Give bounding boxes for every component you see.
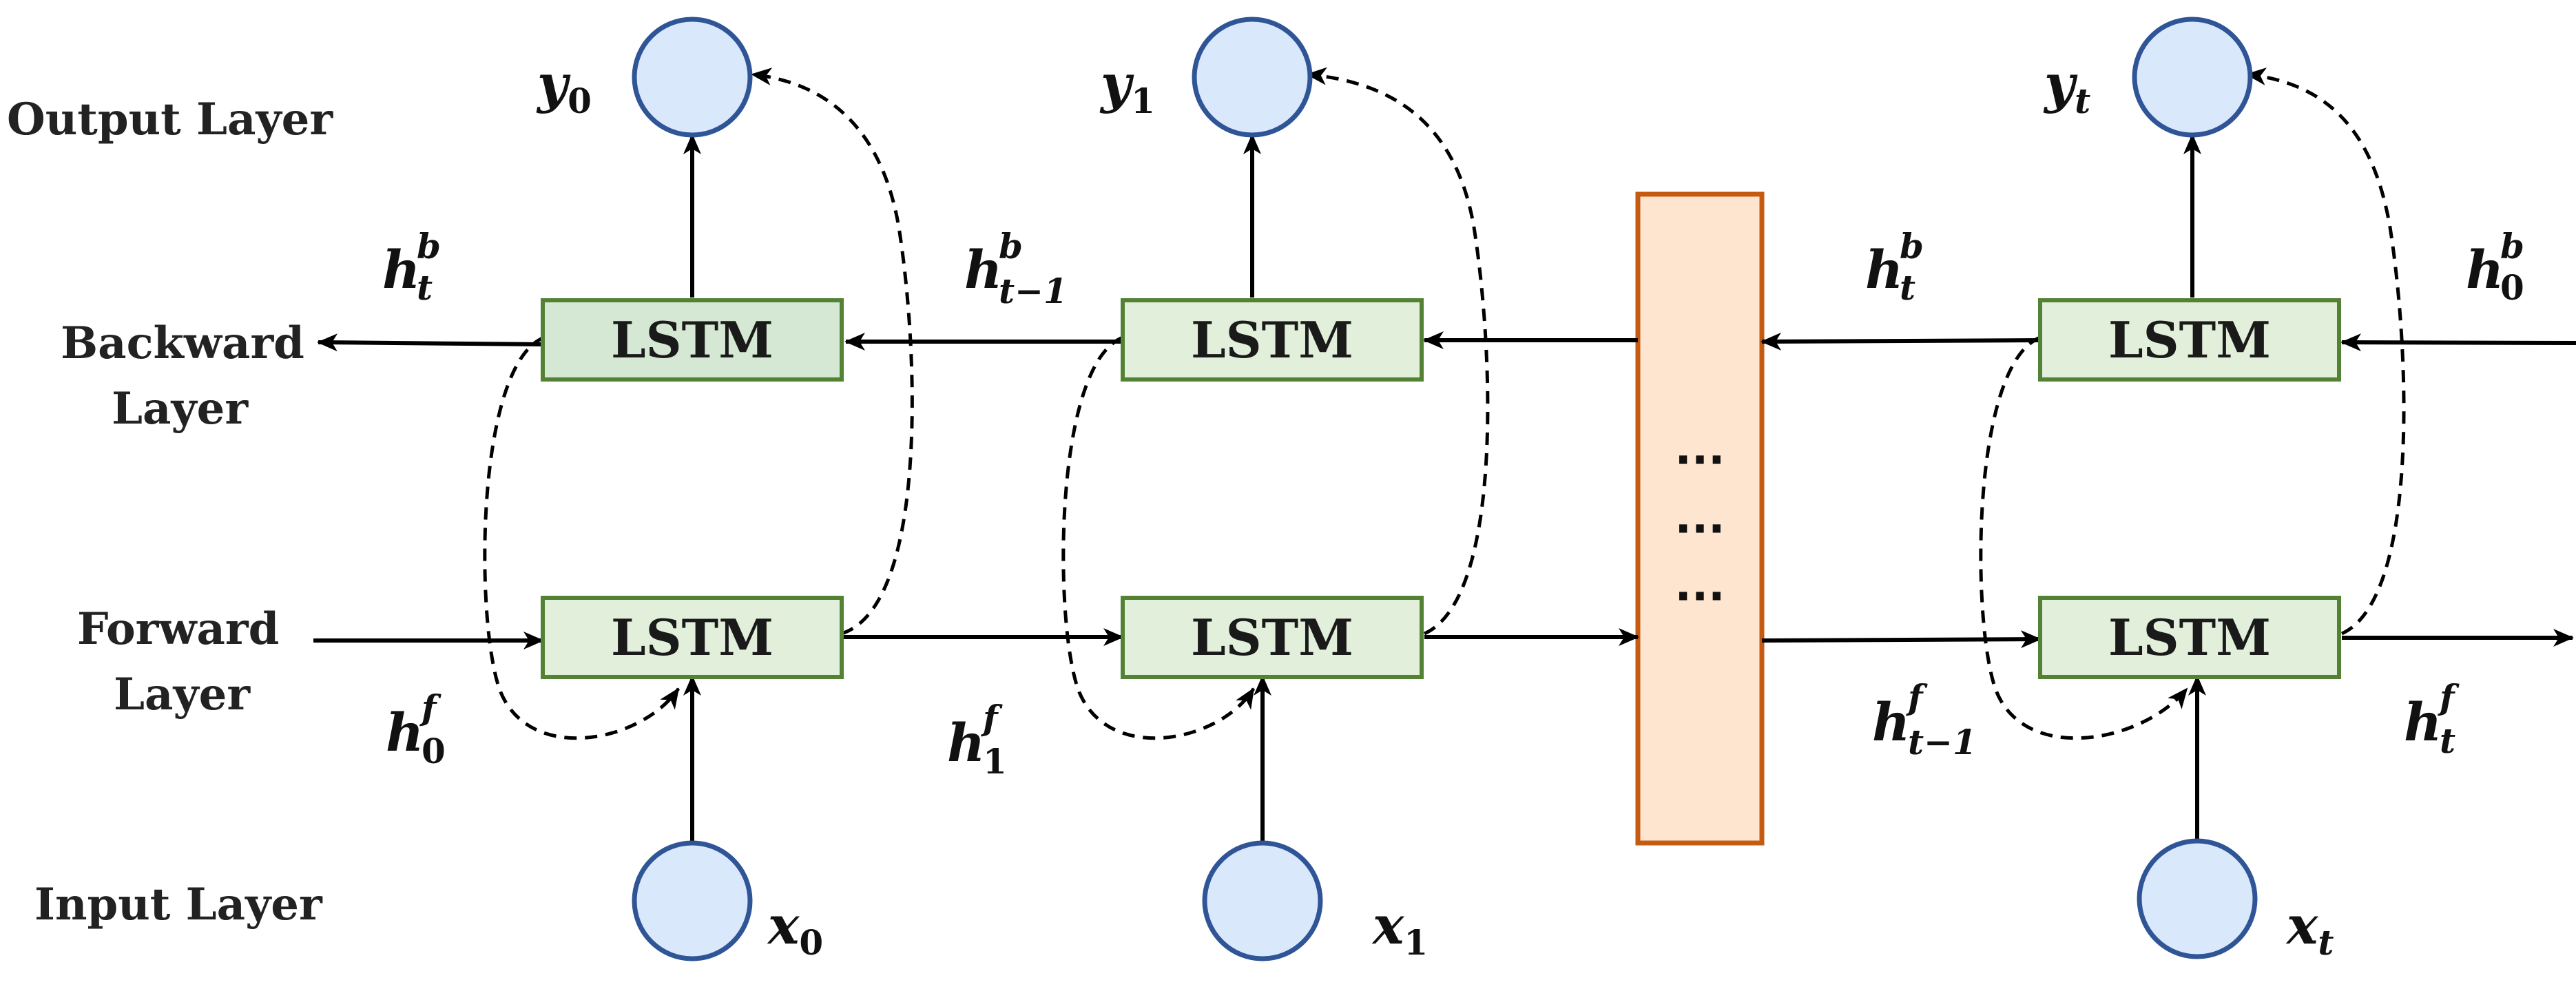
input-label-1: x1 — [1371, 895, 1428, 963]
ellipsis-dots-2: ··· — [1675, 504, 1725, 555]
backward-state-label-2: h b t — [1865, 226, 1924, 308]
svg-text:f: f — [419, 687, 442, 728]
forward-state-label-1: h f 1 — [947, 698, 1007, 782]
ellipsis-dots-3: ··· — [1675, 572, 1725, 623]
svg-text:0: 0 — [422, 731, 446, 771]
svg-text:0: 0 — [2500, 267, 2524, 308]
forward-lstm-1: LSTM — [1121, 596, 1424, 679]
lstm-label: LSTM — [2108, 608, 2271, 667]
backward-to-input-dashed-1 — [1061, 335, 1256, 740]
svg-text:h: h — [964, 239, 1002, 300]
svg-text:f: f — [1906, 677, 1928, 718]
svg-text:t−1: t−1 — [999, 271, 1068, 311]
svg-text:t: t — [1900, 267, 1915, 308]
svg-text:h: h — [2466, 239, 2504, 300]
input-layer-label: Input Layer — [34, 879, 323, 930]
forward-state-label-2: h f t−1 — [1872, 677, 1977, 762]
backward-arrow-in-right — [2340, 333, 2576, 352]
svg-text:t: t — [2440, 720, 2455, 761]
svg-text:t−1: t−1 — [1908, 722, 1977, 762]
backward-to-input-dashed-t — [1979, 335, 2188, 740]
output-label-0: y0 — [536, 53, 592, 121]
forward-to-output-dashed-t — [2245, 67, 2406, 636]
svg-text:1: 1 — [983, 741, 1007, 782]
forward-state-label-3: h f t — [2404, 677, 2460, 761]
output-node-1 — [1192, 17, 1313, 138]
input-node-0 — [632, 840, 753, 961]
forward-lstm-t: LSTM — [2038, 596, 2341, 679]
input-node-1 — [1202, 840, 1323, 961]
output-node-t — [2132, 17, 2253, 138]
svg-text:h: h — [947, 712, 985, 773]
output-label-t: yt — [2043, 53, 2090, 121]
svg-text:h: h — [382, 239, 420, 300]
backward-arrow-t-to-block — [1760, 332, 2041, 351]
svg-text:b: b — [1900, 226, 1924, 267]
svg-text:f: f — [2438, 677, 2460, 718]
backward-state-label-0: h b t — [382, 226, 441, 308]
lstm-label: LSTM — [611, 311, 773, 369]
input-label-0: x0 — [767, 895, 823, 963]
forward-to-output-dashed-0 — [751, 67, 914, 636]
backward-state-label-3: h b 0 — [2466, 226, 2524, 308]
backward-state-label-1: h b t−1 — [964, 226, 1068, 311]
backward-lstm-t: LSTM — [2038, 298, 2341, 382]
backward-layer-label-line1: Backward — [61, 317, 304, 369]
forward-layer-label-line1: Forward — [77, 603, 279, 655]
lstm-label: LSTM — [1191, 608, 1353, 667]
output-node-0 — [632, 17, 753, 138]
svg-text:b: b — [2500, 226, 2524, 267]
output-label-1: y1 — [1099, 53, 1155, 121]
input-node-t — [2137, 838, 2258, 959]
lstm-label: LSTM — [1191, 311, 1353, 369]
svg-text:f: f — [981, 698, 1003, 738]
ellipsis-dots-1: ··· — [1675, 435, 1725, 486]
forward-layer-label-line2: Layer — [114, 669, 251, 720]
backward-arrow-out-left — [317, 333, 543, 352]
lstm-label: LSTM — [2108, 311, 2271, 369]
backward-to-input-dashed-0 — [483, 335, 681, 740]
forward-arrow-block-to-t — [1761, 630, 2042, 649]
lstm-label: LSTM — [611, 608, 773, 667]
svg-text:b: b — [417, 226, 441, 267]
svg-text:t: t — [417, 267, 433, 308]
backward-lstm-1: LSTM — [1121, 298, 1424, 382]
output-layer-label: Output Layer — [7, 94, 333, 145]
svg-text:h: h — [1872, 691, 1910, 753]
svg-text:b: b — [999, 226, 1023, 267]
forward-to-output-dashed-1 — [1306, 67, 1490, 636]
svg-text:h: h — [2404, 691, 2442, 753]
backward-lstm-0: LSTM — [541, 298, 844, 382]
input-label-t: xt — [2285, 895, 2334, 963]
svg-text:h: h — [386, 702, 424, 763]
forward-lstm-0: LSTM — [541, 596, 844, 679]
ellipsis-block — [1635, 191, 1765, 846]
svg-text:h: h — [1865, 239, 1903, 300]
backward-layer-label-line2: Layer — [112, 383, 249, 435]
forward-state-label-0: h f 0 — [386, 687, 446, 771]
